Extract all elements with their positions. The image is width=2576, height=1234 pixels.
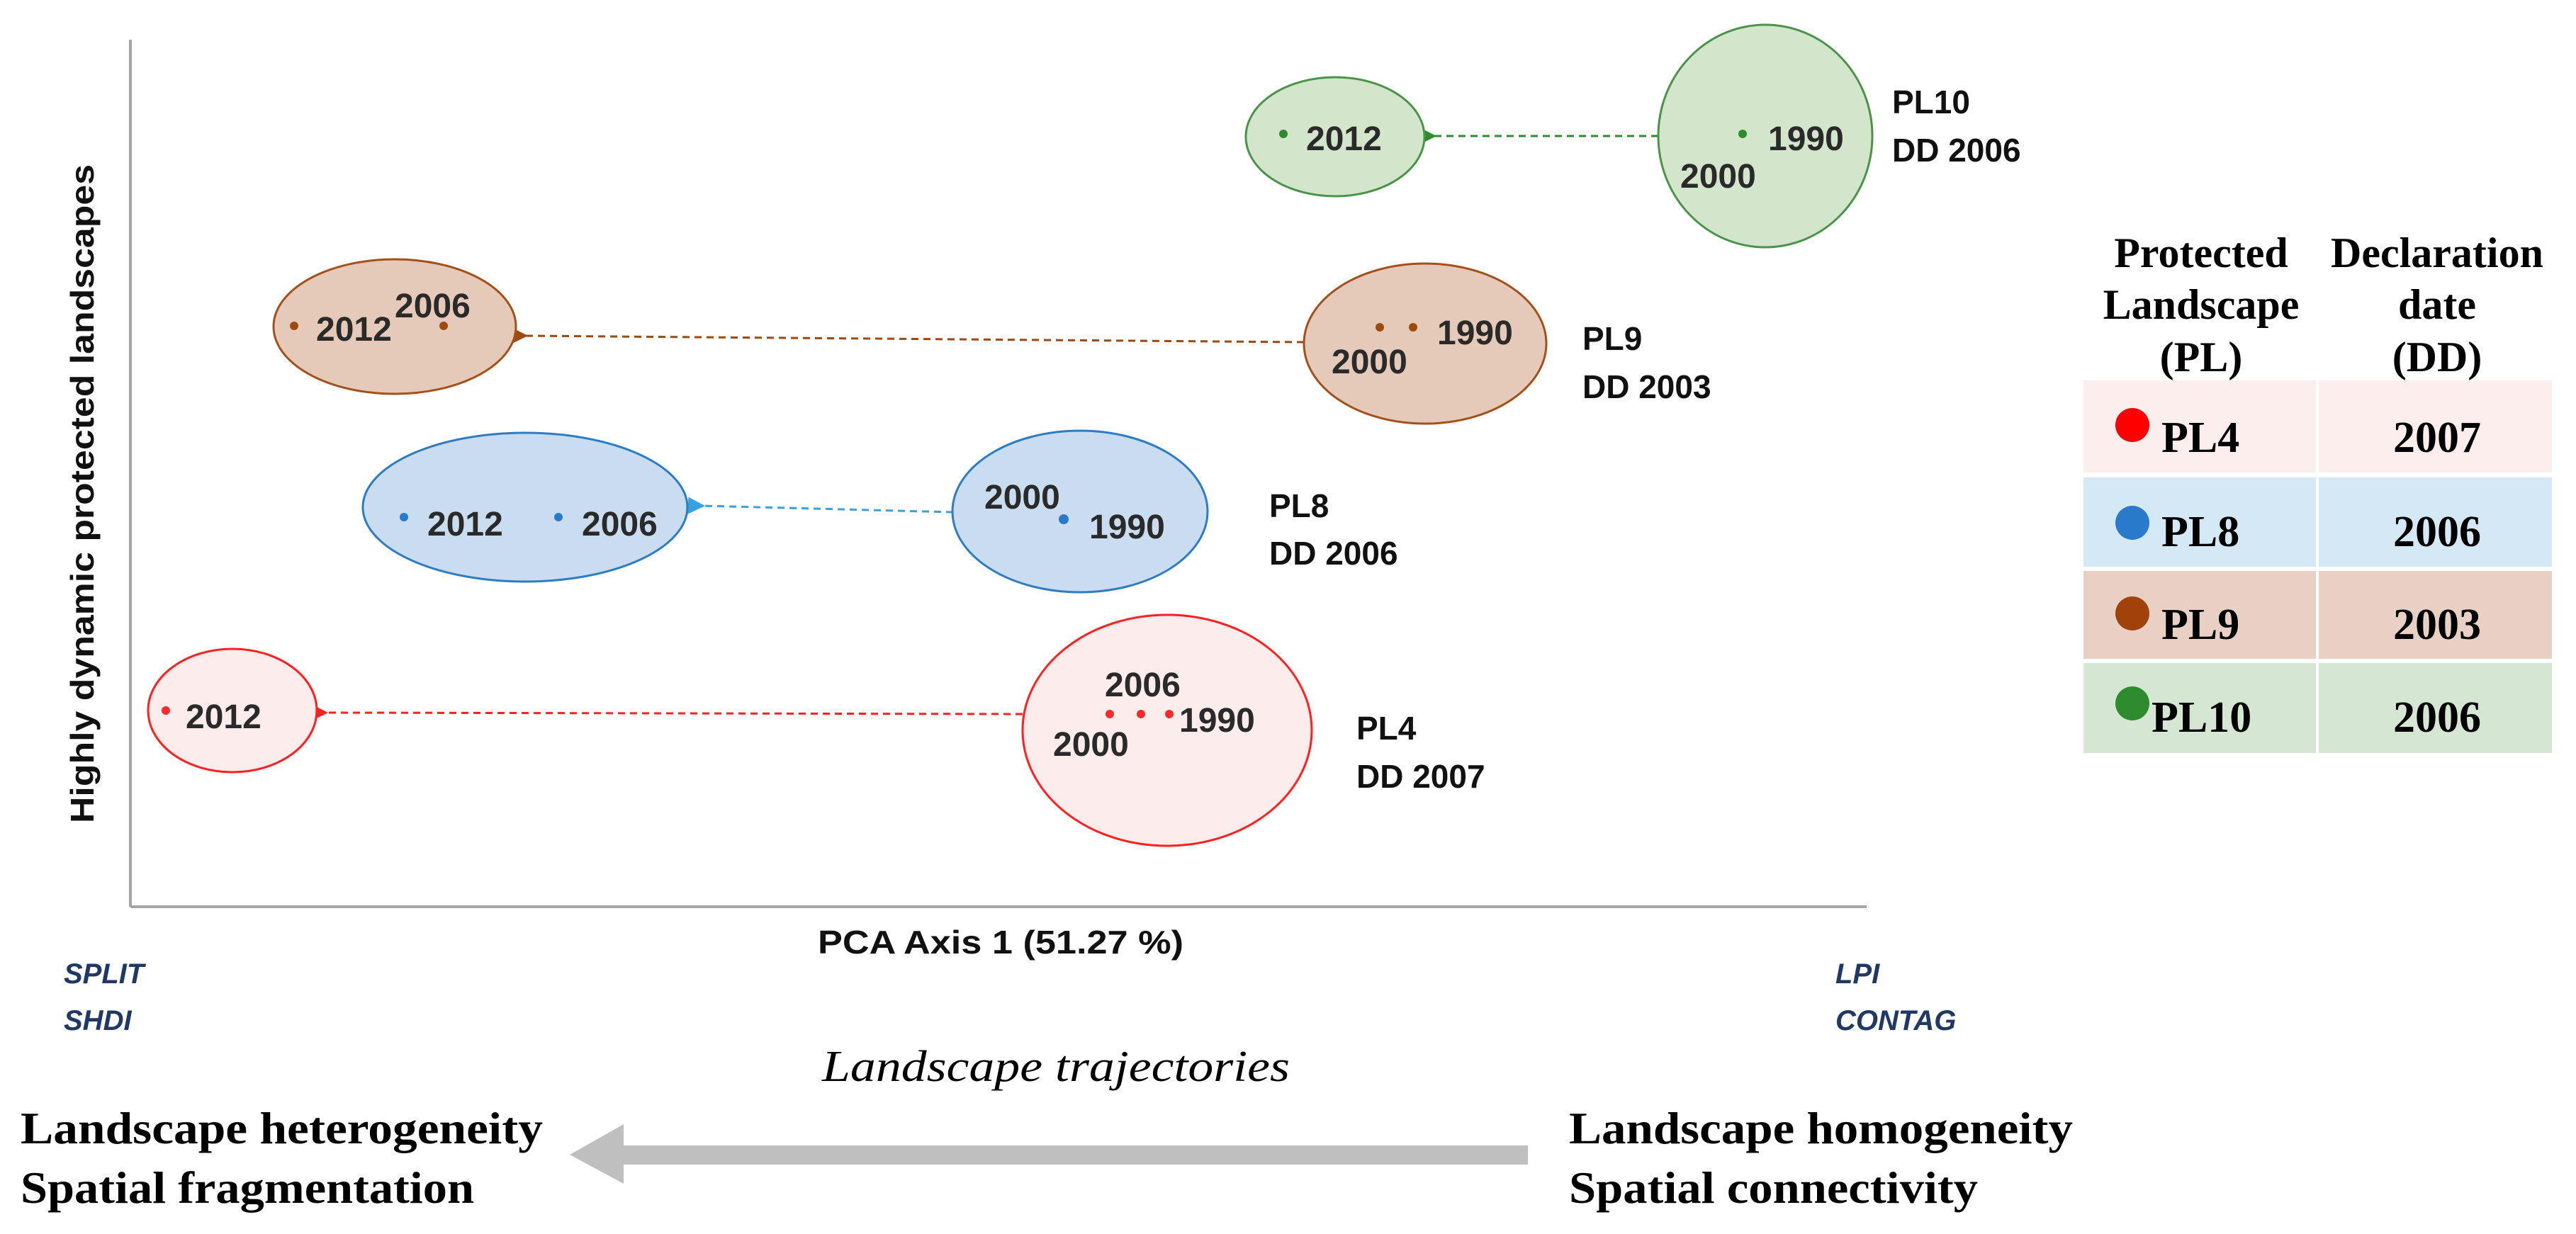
legend-dd: 2006 bbox=[2393, 694, 2481, 742]
dd-label: DD 2007 bbox=[1356, 758, 1485, 795]
legend-pl: PL8 bbox=[2161, 508, 2239, 556]
cluster-end-pl4 bbox=[147, 647, 318, 774]
cluster-end-pl8 bbox=[361, 431, 689, 583]
dd-label: DD 2003 bbox=[1582, 368, 1711, 405]
legend-dot-pl8 bbox=[2115, 506, 2149, 540]
legend-pl: PL4 bbox=[2161, 414, 2239, 462]
point-2006 bbox=[554, 513, 563, 521]
legend-row: PL4 2007 bbox=[2083, 380, 2552, 472]
legend-header-pl: Landscape bbox=[2103, 281, 2300, 328]
pl-label: PL8 bbox=[1269, 487, 1329, 524]
group-pl4: 2012 2006 1990 2000 PL4 DD 2007 bbox=[147, 613, 1485, 847]
legend-dd: 2003 bbox=[2393, 601, 2481, 649]
point-1990 bbox=[1165, 710, 1174, 718]
year-label: 2000 bbox=[1680, 158, 1756, 196]
right-pole-homogeneity: Landscape homogeneity bbox=[1569, 1103, 2073, 1153]
right-pole-connectivity: Spatial connectivity bbox=[1569, 1162, 1978, 1213]
metric-split: SPLIT bbox=[64, 958, 147, 990]
group-pl9: 2012 2006 1990 2000 PL9 DD 2003 bbox=[272, 258, 1711, 425]
year-label: 2000 bbox=[984, 479, 1060, 516]
pl-label: PL10 bbox=[1892, 84, 1970, 120]
point-2000 bbox=[1376, 323, 1384, 332]
metric-lpi: LPI bbox=[1835, 958, 1880, 990]
legend-table: Protected Landscape (PL) Declaration dat… bbox=[2083, 230, 2552, 753]
cluster-end-pl10 bbox=[1244, 76, 1426, 198]
trajectory-arrow-pl8 bbox=[687, 497, 954, 514]
pl-label: PL4 bbox=[1356, 710, 1417, 747]
group-pl8: 2012 2006 2000 1990 PL8 DD 2006 bbox=[361, 429, 1398, 594]
year-label: 1990 bbox=[1768, 120, 1844, 158]
legend-dot-pl9 bbox=[2115, 596, 2149, 630]
trajectory-arrow-pl9 bbox=[510, 327, 1305, 344]
legend-row: PL10 2006 bbox=[2083, 663, 2552, 753]
legend-pl: PL9 bbox=[2161, 601, 2239, 649]
left-pole-heterogeneity: Landscape heterogeneity bbox=[21, 1103, 543, 1153]
pl-label: PL9 bbox=[1582, 320, 1642, 357]
trajectory-arrow-pl4 bbox=[310, 703, 1023, 721]
direction-arrow bbox=[570, 1124, 1528, 1184]
year-label: 2006 bbox=[582, 506, 658, 543]
cluster-start-pl8 bbox=[951, 429, 1209, 594]
point-2012 bbox=[290, 322, 298, 330]
point-2006 bbox=[439, 322, 448, 330]
legend-row: PL9 2003 bbox=[2083, 571, 2552, 659]
metric-shdi: SHDI bbox=[64, 1005, 132, 1036]
trajectory-title: Landscape trajectories bbox=[821, 1043, 1290, 1091]
year-label: 2012 bbox=[1306, 120, 1382, 158]
cluster-start-pl10 bbox=[1657, 23, 1874, 249]
legend-row: PL8 2006 bbox=[2083, 477, 2552, 567]
cluster-start-pl4 bbox=[1021, 613, 1313, 847]
legend-dd: 2006 bbox=[2393, 508, 2481, 556]
legend-dot-pl4 bbox=[2115, 408, 2149, 442]
year-label: 2006 bbox=[395, 288, 471, 325]
legend-header-pl: (PL) bbox=[2160, 334, 2243, 380]
y-axis-label: Highly dynamic protected landscapes bbox=[64, 164, 101, 823]
left-pole-fragmentation: Spatial fragmentation bbox=[21, 1162, 474, 1213]
legend-header-dd: date bbox=[2398, 281, 2476, 328]
cluster-start-pl9 bbox=[1303, 262, 1548, 425]
legend-pl: PL10 bbox=[2152, 694, 2251, 742]
point-1990 bbox=[1059, 514, 1069, 524]
dd-label: DD 2006 bbox=[1892, 132, 2021, 169]
x-axis-label: PCA Axis 1 (51.27 %) bbox=[818, 924, 1183, 961]
year-label: 2006 bbox=[1105, 667, 1181, 704]
point-1990 bbox=[1738, 130, 1747, 138]
point-2000 bbox=[1106, 710, 1114, 718]
legend-dd: 2007 bbox=[2393, 414, 2481, 462]
year-label: 1990 bbox=[1089, 509, 1165, 546]
legend-header-dd: Declaration bbox=[2331, 230, 2543, 276]
legend-header-dd: (DD) bbox=[2392, 334, 2482, 380]
legend-header-pl: Protected bbox=[2114, 230, 2288, 276]
legend-dot-pl10 bbox=[2115, 686, 2149, 720]
year-label: 2000 bbox=[1332, 344, 1407, 381]
point-2012 bbox=[400, 513, 408, 521]
metric-contag: CONTAG bbox=[1835, 1005, 1956, 1036]
year-label: 2012 bbox=[427, 506, 503, 543]
cluster-end-pl9 bbox=[272, 258, 517, 395]
year-label: 1990 bbox=[1437, 315, 1513, 352]
point-2012 bbox=[162, 706, 170, 715]
group-pl10: 2012 1990 2000 PL10 DD 2006 bbox=[1244, 23, 2021, 249]
point-1990 bbox=[1409, 323, 1417, 332]
point-2006 bbox=[1137, 710, 1145, 718]
year-label: 2000 bbox=[1053, 726, 1129, 764]
year-label: 1990 bbox=[1179, 702, 1255, 740]
year-label: 2012 bbox=[316, 311, 392, 349]
point-2012 bbox=[1279, 130, 1288, 138]
dd-label: DD 2006 bbox=[1269, 535, 1398, 572]
year-label: 2012 bbox=[186, 698, 261, 736]
